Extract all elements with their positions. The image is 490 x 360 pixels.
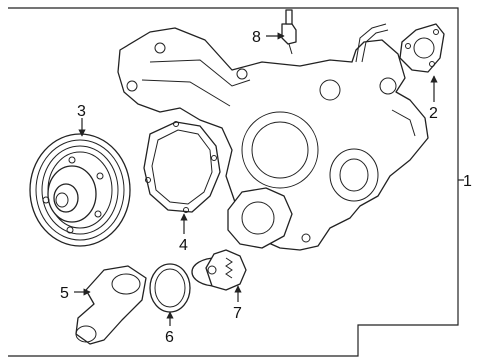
callout-8: 8 bbox=[252, 29, 261, 46]
water-pump-housing bbox=[117, 23, 429, 251]
temperature-sensor bbox=[281, 9, 297, 55]
callout-3: 3 bbox=[77, 103, 86, 120]
callout-labels: 1 2 3 4 5 6 7 8 bbox=[60, 29, 472, 346]
gasket-part-2 bbox=[399, 23, 445, 73]
thermostat-housing bbox=[75, 265, 147, 345]
callout-2: 2 bbox=[429, 105, 438, 122]
callout-1: 1 bbox=[463, 173, 472, 190]
callout-5: 5 bbox=[60, 285, 69, 302]
assembly-bracket bbox=[8, 7, 464, 357]
water-pump-pulley bbox=[29, 133, 131, 247]
thermostat bbox=[191, 249, 247, 291]
seal-ring bbox=[149, 263, 191, 313]
housing-outlet-cover bbox=[227, 187, 293, 249]
callout-7: 7 bbox=[233, 305, 242, 322]
gasket-part-4 bbox=[143, 121, 221, 213]
callout-4: 4 bbox=[179, 237, 188, 254]
leader-arrows bbox=[74, 32, 438, 326]
callout-6: 6 bbox=[165, 329, 174, 346]
